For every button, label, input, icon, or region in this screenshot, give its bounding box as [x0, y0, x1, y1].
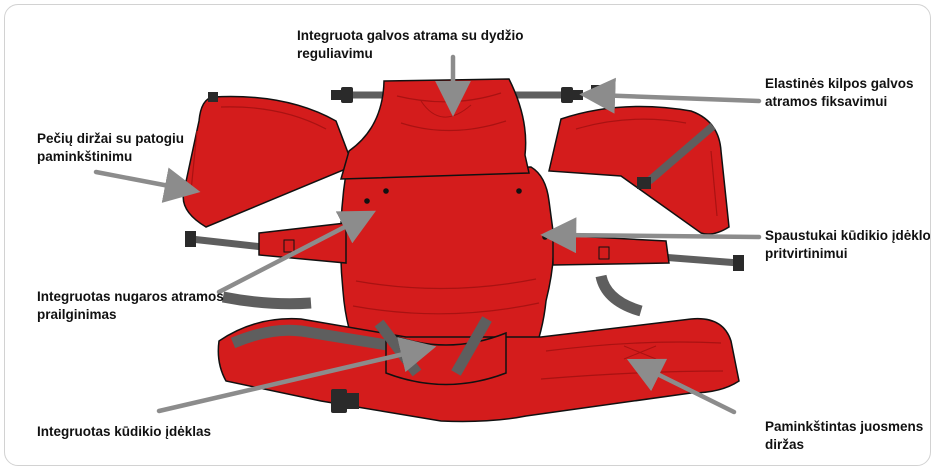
label-headrest: Integruota galvos atrama su dydžio regul…: [297, 27, 587, 63]
side-strap-right: [601, 276, 641, 311]
arrow-shoulder-straps: [96, 172, 185, 189]
arrow-snaps: [556, 235, 759, 237]
label-shoulder-straps: Pečių diržai su patogiu paminkštinimu: [37, 130, 237, 166]
label-infant-insert: Integruotas kūdikio įdėklas: [37, 423, 277, 441]
diagram-frame: Integruota galvos atrama su dydžio regul…: [4, 4, 931, 466]
label-elastic-loops: Elastinės kilpos galvos atramos fiksavim…: [765, 75, 925, 111]
label-snaps: Spaustukai kūdikio įdėklo pritvirtinimui: [765, 227, 931, 263]
arrow-elastic-loops: [595, 95, 759, 101]
shoulder-strap-left: [183, 92, 353, 247]
label-back-extension: Integruotas nugaros atramos prailginimas: [37, 288, 237, 324]
label-waist-belt: Paminkštintas juosmens diržas: [765, 418, 925, 454]
